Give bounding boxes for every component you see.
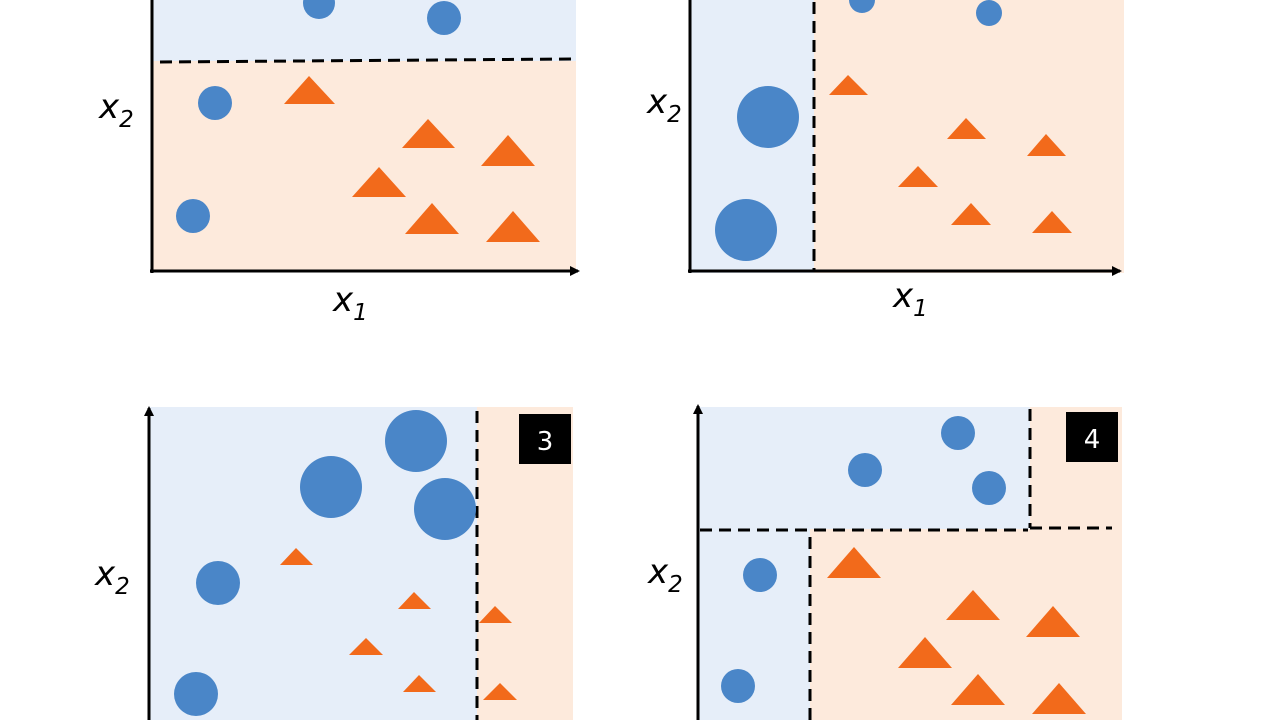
panel-1-triangle	[352, 167, 406, 197]
panel-2-triangle	[829, 75, 868, 95]
panel-3-triangle	[280, 548, 313, 565]
panel-1-circle-region	[152, 0, 576, 61]
panel-1-x-label: x1	[332, 280, 368, 326]
panel-4-triangle	[1032, 683, 1086, 714]
panel-3-triangle	[398, 592, 431, 609]
panel-4-triangle	[946, 590, 1000, 620]
panel-3-circle	[385, 410, 447, 472]
panel-2-circle	[976, 0, 1002, 26]
panel-3-triangle	[483, 683, 517, 700]
panel-4-circle	[848, 453, 882, 487]
panel-3-triangle	[403, 675, 436, 692]
panel-3-triangle	[479, 606, 512, 623]
panel-4-circle	[743, 558, 777, 592]
panel-4-circle	[972, 471, 1006, 505]
panel-2-circle	[849, 0, 875, 13]
panel-2-x-label: x1	[892, 276, 928, 322]
panel-4-circle	[721, 669, 755, 703]
panel-1-triangle	[405, 203, 459, 234]
panel-3: 3 x2	[94, 406, 573, 720]
panel-4: 4 x2	[647, 404, 1122, 720]
panel-4-y-label: x2	[647, 552, 683, 598]
panel-3-circle	[196, 561, 240, 605]
panel-1-triangle	[402, 119, 455, 148]
panel-1-circle	[198, 86, 232, 120]
panel-4-triangle	[827, 547, 881, 578]
panel-2-triangle	[898, 166, 938, 187]
panel-1-circle	[427, 1, 461, 35]
panel-4-badge	[1066, 412, 1118, 462]
panel-4-circle	[941, 416, 975, 450]
panel-1-circle	[176, 199, 210, 233]
panel-2-triangle	[947, 118, 986, 139]
panel-4-triangle	[898, 637, 952, 668]
panel-4-triangle	[1026, 606, 1080, 637]
panel-1-circle	[303, 0, 335, 19]
panel-1-split-line	[159, 57, 573, 64]
panel-2-triangle	[951, 203, 991, 225]
panel-1-triangle	[486, 211, 540, 242]
panel-3-y-label: x2	[94, 554, 130, 600]
panel-4-triangle	[951, 674, 1005, 705]
panel-3-circle	[300, 456, 362, 518]
panel-3-badge-label: 3	[537, 427, 554, 457]
panel-2-circle	[737, 86, 799, 148]
panel-3-circle	[414, 478, 476, 540]
panel-4-badge-label: 4	[1084, 425, 1101, 455]
panel-2-triangle	[1027, 134, 1066, 156]
panel-3-circle	[174, 672, 218, 716]
panel-3-triangle	[349, 638, 383, 655]
panel-2-triangle	[1032, 211, 1072, 233]
panel-1-triangle	[481, 135, 535, 166]
panel-3-badge	[519, 414, 571, 464]
panel-2-circle	[715, 199, 777, 261]
panel-1-triangle	[284, 76, 335, 104]
panel-2-y-label: x2	[646, 82, 682, 128]
panel-1-y-label: x2	[98, 87, 134, 133]
panel-2: x1 x2	[646, 0, 1124, 322]
panel-1: x1 x2	[98, 0, 580, 326]
